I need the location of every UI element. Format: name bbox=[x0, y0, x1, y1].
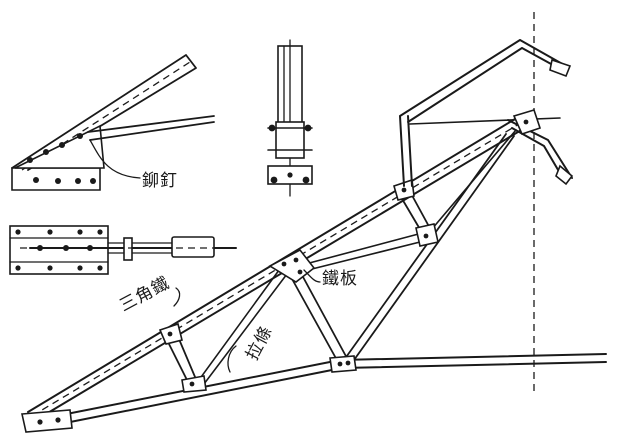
gusset-plate-label: 鐵板 bbox=[322, 269, 358, 289]
heel-tie-bar bbox=[87, 115, 215, 141]
web-2 bbox=[195, 265, 291, 385]
rod-nut bbox=[123, 237, 133, 261]
section-detail bbox=[267, 39, 313, 197]
section-rivets bbox=[268, 124, 312, 184]
heel-rivets bbox=[27, 133, 96, 184]
heel-plate bbox=[21, 409, 73, 433]
plate-leader bbox=[303, 269, 321, 283]
gusset-top-1 bbox=[268, 248, 316, 283]
heel-rafter bbox=[11, 54, 197, 171]
web-3 bbox=[285, 263, 349, 363]
web-6 bbox=[343, 133, 515, 361]
splice-plate bbox=[9, 225, 109, 275]
heel-joint-detail bbox=[11, 54, 215, 191]
ridge-tip-plate bbox=[549, 58, 572, 78]
truss-rivets bbox=[37, 119, 529, 425]
main-truss bbox=[21, 12, 607, 433]
tie-rod-shaft-2 bbox=[107, 242, 173, 254]
gusset-bottom-2 bbox=[329, 355, 357, 373]
web-4 bbox=[297, 231, 429, 273]
angle-leader bbox=[173, 287, 181, 307]
plate-rivets bbox=[15, 229, 103, 271]
bottom-chord bbox=[35, 353, 607, 429]
heel-rafter-centerline bbox=[21, 61, 191, 171]
rivet-leader bbox=[89, 139, 141, 179]
ridge-tip-plate-2 bbox=[555, 164, 574, 186]
tie-rod-plate-detail bbox=[9, 225, 237, 275]
tie-leader bbox=[227, 345, 237, 373]
apex-vent-frame bbox=[399, 39, 567, 187]
web-7 bbox=[425, 129, 517, 237]
turnbuckle bbox=[171, 236, 215, 258]
rivet-label: 鉚釘 bbox=[142, 171, 178, 191]
